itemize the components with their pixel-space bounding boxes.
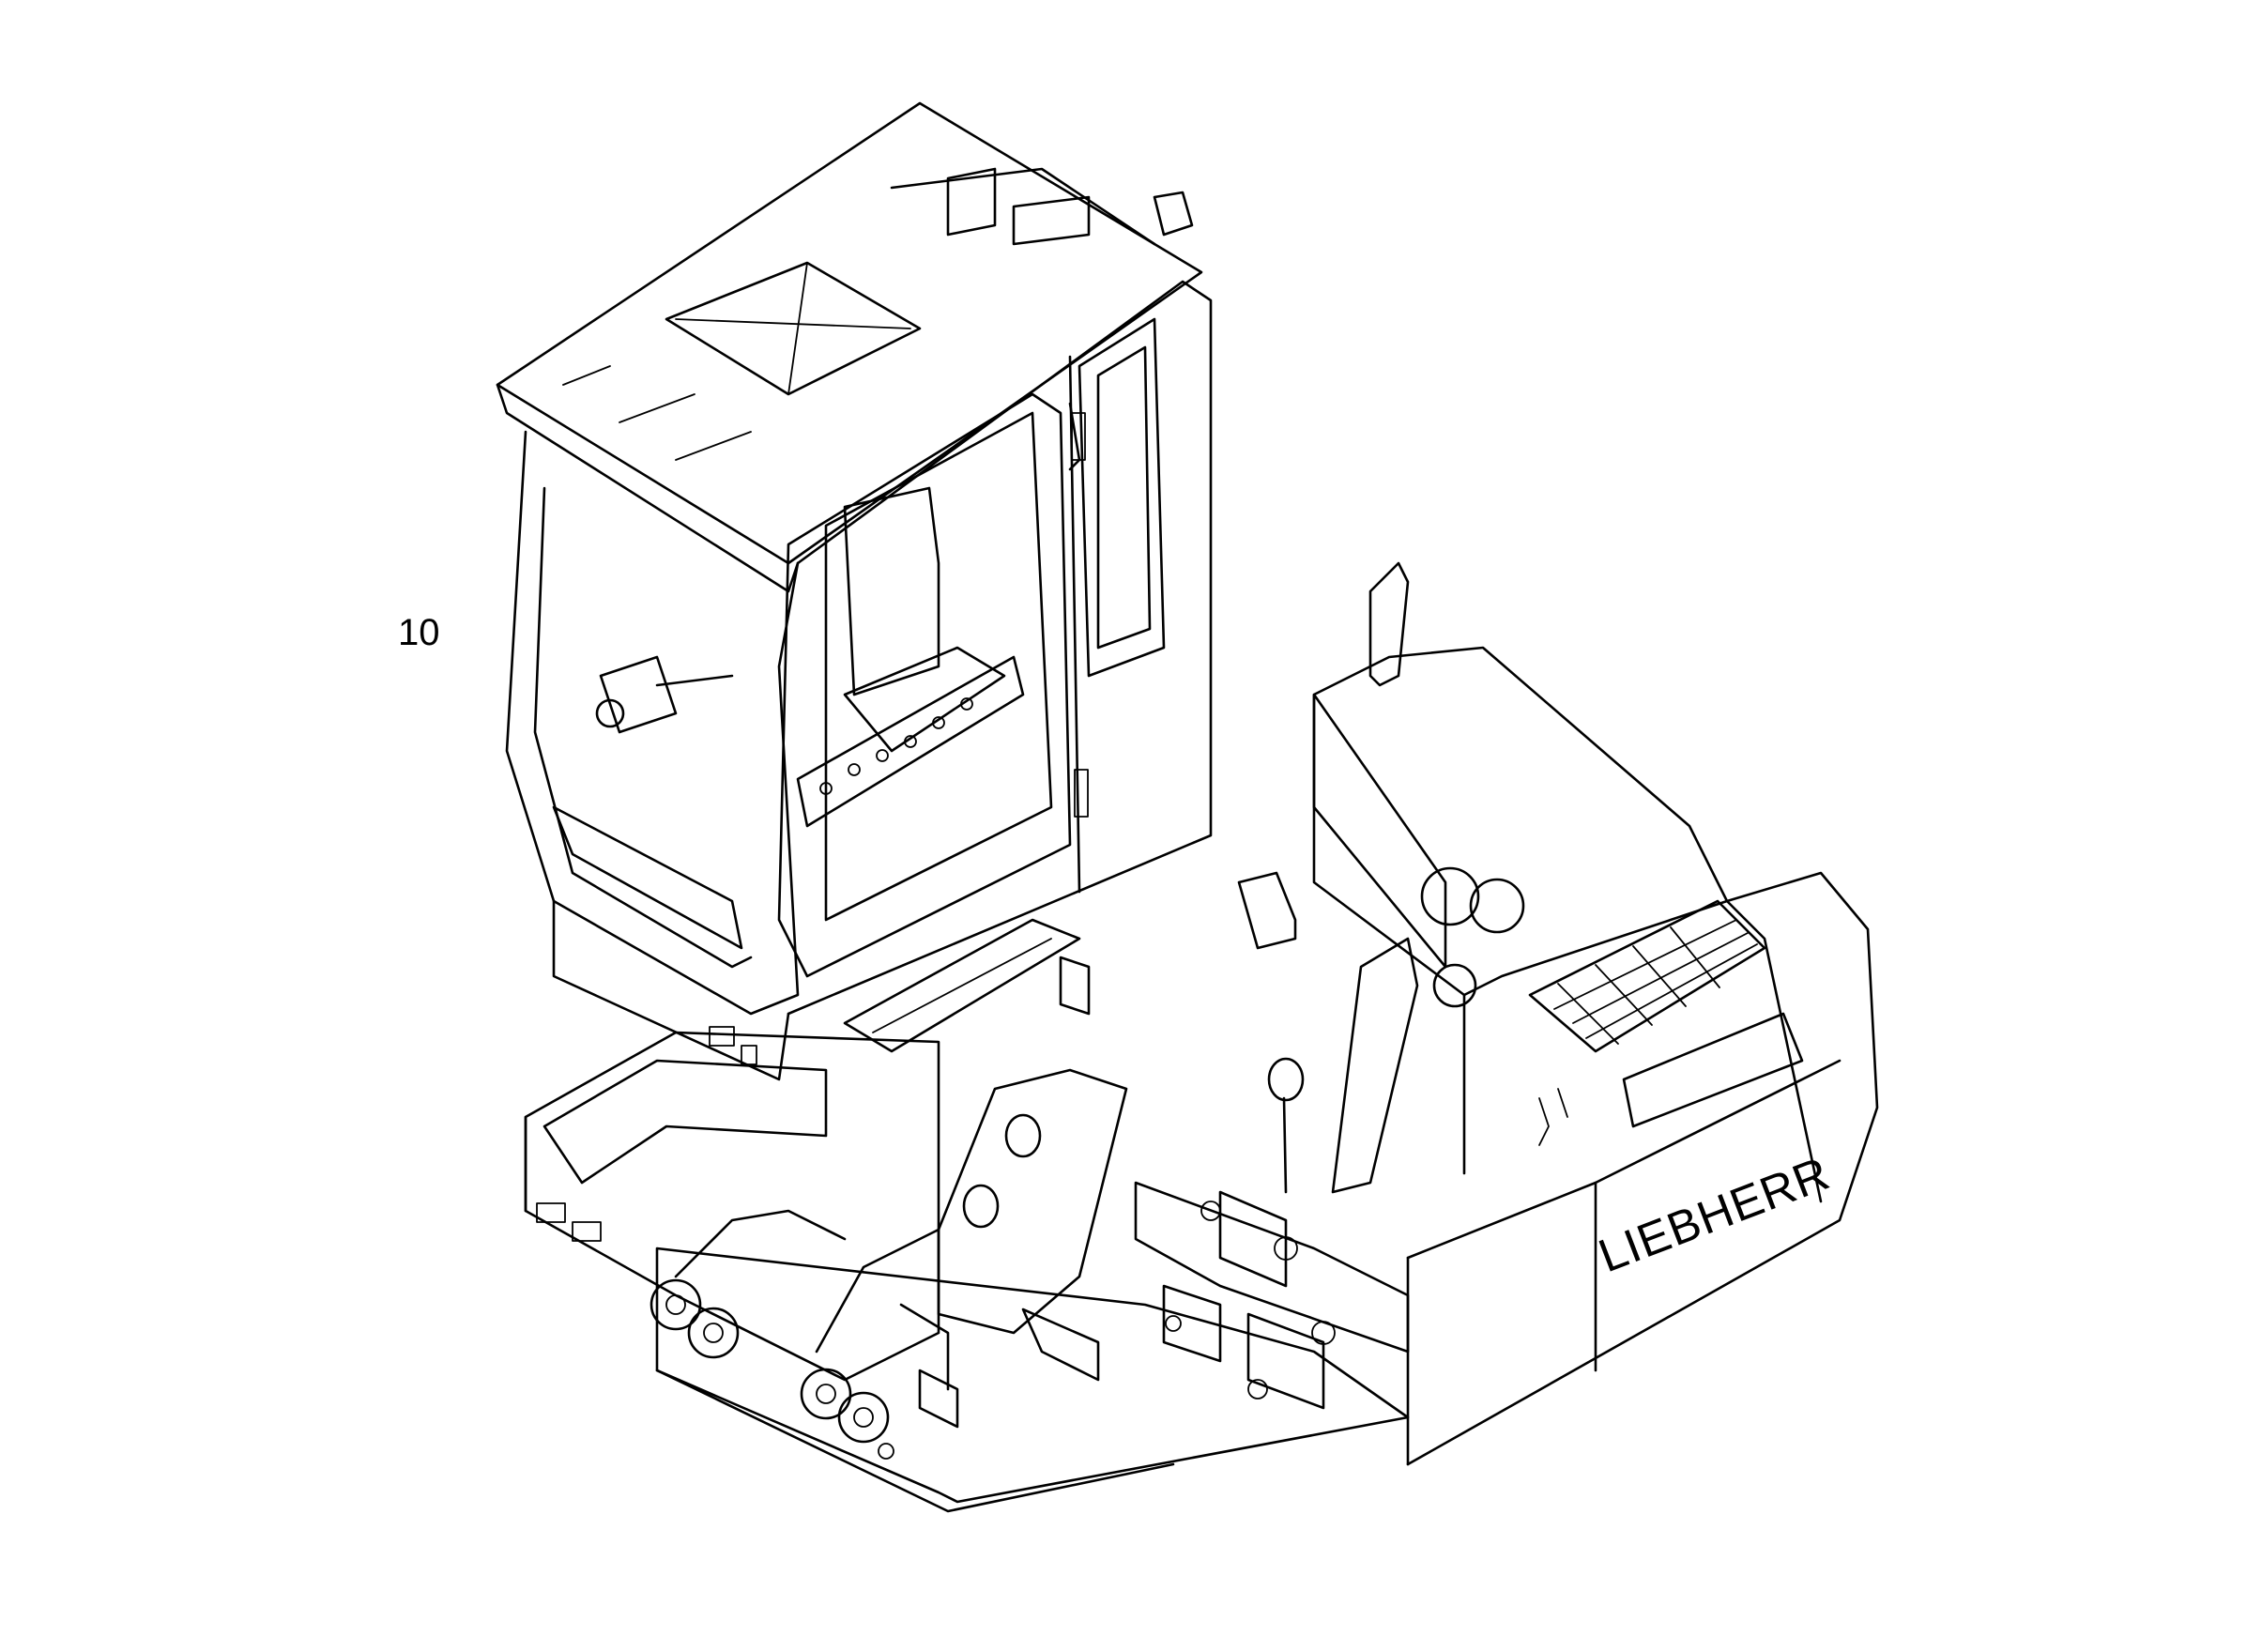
door-hinge <box>1074 769 1089 818</box>
accumulator <box>1267 1057 1305 1102</box>
radiator-grille <box>1528 899 1766 1053</box>
track-light <box>536 1202 566 1223</box>
boom-cylinder <box>1237 693 1525 1194</box>
cab-light <box>709 1026 735 1047</box>
roof-hatch <box>665 261 922 396</box>
pivot-hole <box>1004 1113 1042 1158</box>
door-hinge <box>1071 412 1086 461</box>
engine-hood <box>1312 646 1879 1466</box>
cab-light <box>741 1045 757 1065</box>
operator-seat <box>843 486 940 696</box>
upper-frame <box>655 1247 1410 1513</box>
cab-roof <box>496 101 1203 565</box>
control-panel <box>796 655 1025 828</box>
undercarriage <box>524 1031 940 1382</box>
operator-cab <box>496 101 1213 1081</box>
track-light <box>572 1221 602 1242</box>
side-rail <box>843 918 1091 1053</box>
pivot-hole <box>962 1184 1000 1229</box>
callout-number: 10 <box>398 612 440 653</box>
boom-bracket <box>650 1068 1128 1460</box>
valve-block <box>1134 1057 1410 1410</box>
exhaust-pipe <box>1368 561 1410 687</box>
